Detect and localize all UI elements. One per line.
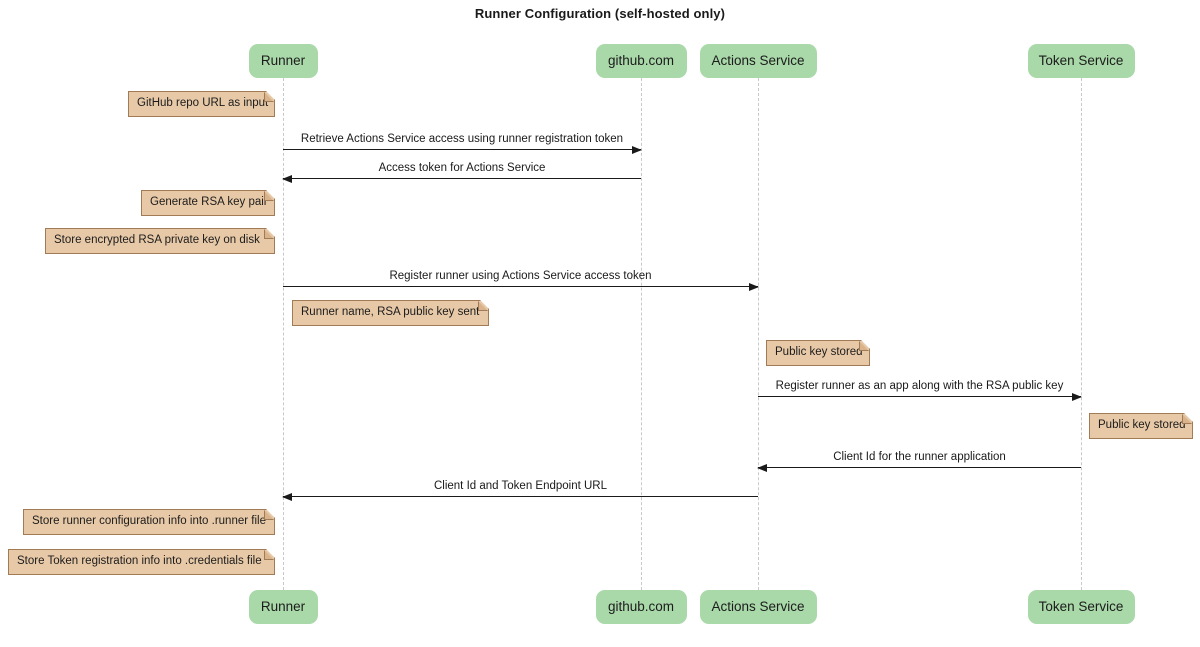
note-store-token-reg[interactable]: Store Token registration info into .cred…	[8, 549, 275, 575]
note-fold-corner-icon	[859, 341, 869, 351]
note-runner-name-pubkey[interactable]: Runner name, RSA public key sent	[292, 300, 489, 326]
note-label: Store runner configuration info into .ru…	[32, 515, 266, 528]
page-title: Runner Configuration (self-hosted only)	[474, 6, 726, 21]
participant-actions-bottom[interactable]: Actions Service	[699, 590, 817, 624]
participant-token-bottom[interactable]: Token Service	[1027, 590, 1135, 624]
message-label: Client Id and Token Endpoint URL	[433, 480, 608, 492]
message-line	[283, 282, 759, 291]
message-label: Register runner as an app along with the…	[775, 380, 1064, 392]
message-label: Register runner using Actions Service ac…	[389, 270, 652, 282]
lifeline-actions	[758, 78, 759, 590]
note-label: Store Token registration info into .cred…	[17, 555, 262, 568]
participant-label: Token Service	[1038, 599, 1124, 615]
lifeline-github	[641, 78, 642, 590]
note-label: GitHub repo URL as input	[137, 97, 269, 110]
arrowhead-right-icon	[1072, 392, 1082, 401]
arrowhead-right-icon	[632, 145, 642, 154]
lifeline-token	[1081, 78, 1082, 590]
participant-label: Runner	[260, 599, 306, 615]
note-label: Runner name, RSA public key sent	[301, 306, 480, 319]
message-label: Access token for Actions Service	[378, 162, 546, 174]
note-fold-corner-icon	[478, 301, 488, 311]
participant-label: github.com	[607, 599, 675, 615]
note-pubkey-stored-token[interactable]: Public key stored	[1089, 413, 1193, 439]
message-line	[758, 392, 1082, 401]
participant-label: github.com	[607, 53, 675, 69]
note-label: Public key stored	[1098, 419, 1186, 432]
note-fold-corner-icon	[264, 229, 274, 239]
message-line	[282, 492, 758, 501]
participant-runner-top[interactable]: Runner	[248, 44, 318, 78]
note-fold-corner-icon	[264, 510, 274, 520]
note-store-private-key[interactable]: Store encrypted RSA private key on disk	[45, 228, 275, 254]
note-label: Store encrypted RSA private key on disk	[54, 234, 260, 247]
lifeline-runner	[283, 78, 284, 590]
note-fold-corner-icon	[264, 92, 274, 102]
participant-actions-top[interactable]: Actions Service	[699, 44, 817, 78]
note-pubkey-stored-actions[interactable]: Public key stored	[766, 340, 870, 366]
note-fold-corner-icon	[1182, 414, 1192, 424]
message-line	[757, 463, 1081, 472]
note-fold-corner-icon	[264, 550, 274, 560]
note-github-repo-url[interactable]: GitHub repo URL as input	[128, 91, 275, 117]
message-line	[283, 145, 642, 154]
participant-token-top[interactable]: Token Service	[1027, 44, 1135, 78]
participant-github-bottom[interactable]: github.com	[595, 590, 687, 624]
participant-label: Actions Service	[711, 599, 805, 615]
arrowhead-left-icon	[282, 492, 292, 501]
message-label: Retrieve Actions Service access using ru…	[300, 133, 624, 145]
participant-runner-bottom[interactable]: Runner	[248, 590, 318, 624]
note-label: Public key stored	[775, 346, 863, 359]
note-fold-corner-icon	[264, 191, 274, 201]
participant-label: Runner	[260, 53, 306, 69]
note-generate-rsa[interactable]: Generate RSA key pair	[141, 190, 275, 216]
arrowhead-right-icon	[749, 282, 759, 291]
participant-label: Actions Service	[711, 53, 805, 69]
participant-github-top[interactable]: github.com	[595, 44, 687, 78]
arrowhead-left-icon	[282, 174, 292, 183]
arrowhead-left-icon	[757, 463, 767, 472]
note-store-runner-config[interactable]: Store runner configuration info into .ru…	[23, 509, 275, 535]
participant-label: Token Service	[1038, 53, 1124, 69]
note-label: Generate RSA key pair	[150, 196, 268, 209]
message-line	[282, 174, 641, 183]
message-label: Client Id for the runner application	[833, 451, 1006, 463]
